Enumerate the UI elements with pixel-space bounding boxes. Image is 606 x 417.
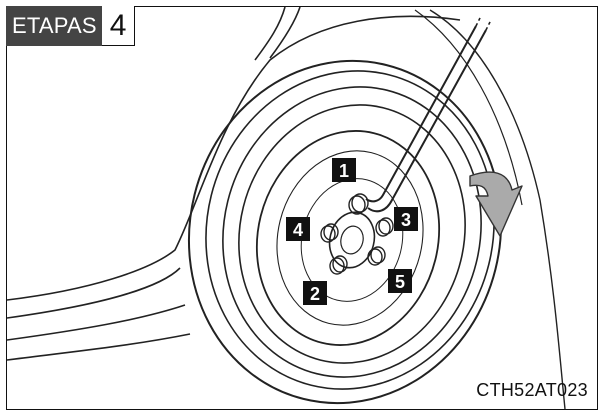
label-3: 3 <box>394 207 418 231</box>
tire <box>187 59 503 405</box>
label-3-text: 3 <box>401 210 411 230</box>
label-2-text: 2 <box>310 284 320 304</box>
lug-nut-4 <box>320 223 339 243</box>
lug-wrench <box>365 15 492 213</box>
step-number: 4 <box>101 6 136 46</box>
rotation-arrow <box>469 171 523 237</box>
lug-nuts <box>320 193 394 275</box>
lug-nut-3 <box>375 217 394 237</box>
label-5-text: 5 <box>395 272 405 292</box>
label-1-text: 1 <box>339 161 349 181</box>
label-5: 5 <box>388 269 412 293</box>
step-label: ETAPAS <box>6 6 102 46</box>
figure-code: CTH52AT023 <box>476 380 588 400</box>
label-4: 4 <box>286 217 310 241</box>
nut-number-labels: 1 3 4 5 2 <box>286 158 418 305</box>
label-4-text: 4 <box>293 220 303 240</box>
lug-nut-5 <box>367 246 386 266</box>
step-badge: ETAPAS 4 <box>6 6 136 46</box>
lug-nut-1 <box>348 193 369 215</box>
label-1: 1 <box>332 158 356 182</box>
lug-nut-2 <box>329 255 348 275</box>
car-body-lines <box>7 7 566 409</box>
label-2: 2 <box>303 281 327 305</box>
